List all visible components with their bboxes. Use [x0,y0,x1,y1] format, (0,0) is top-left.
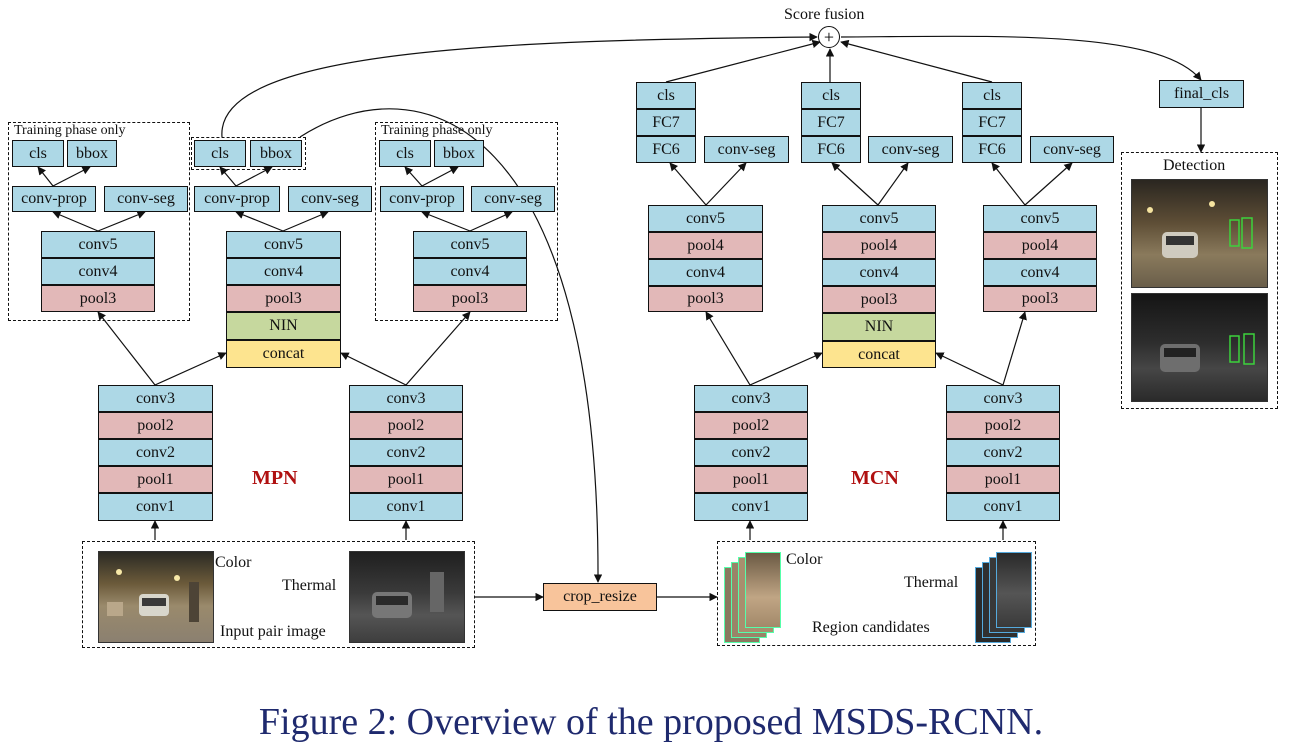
mcn-right-fc7: FC7 [962,109,1022,136]
mcn-left-pool3: pool3 [648,286,763,312]
mcn-left-pool4: pool4 [648,232,763,259]
mcn-conv-seg: conv-seg [868,136,953,163]
mpn-conv-prop: conv-prop [194,186,280,212]
input-pair-group [82,541,475,648]
mcn-fc6: FC6 [801,136,861,163]
detection-color-image [1131,179,1268,288]
mcn-thermal-conv3: conv3 [946,385,1060,412]
input-color-image [98,551,214,643]
region-color-stack [724,551,784,643]
mcn-right-conv4: conv4 [983,259,1097,286]
mpn-right-bbox: bbox [434,140,484,167]
mcn-conv4: conv4 [822,259,936,286]
mpn-right-conv4: conv4 [413,258,527,285]
mcn-left-cls: cls [636,82,696,109]
mpn-cls: cls [194,140,246,167]
mcn-label: MCN [851,467,899,489]
mcn-conv5: conv5 [822,205,936,232]
mpn-thermal-conv2: conv2 [349,439,463,466]
mcn-color-conv1: conv1 [694,493,808,521]
mpn-left-conv-seg: conv-seg [104,186,188,212]
mpn-thermal-conv3: conv3 [349,385,463,412]
input-color-label: Color [215,554,252,571]
mcn-left-conv5: conv5 [648,205,763,232]
mpn-left-cls: cls [12,140,64,167]
mcn-cls: cls [801,82,861,109]
mcn-thermal-conv2: conv2 [946,439,1060,466]
mcn-right-pool3: pool3 [983,286,1097,312]
score-fusion-node: + [818,26,840,48]
mcn-left-fc7: FC7 [636,109,696,136]
region-color-label: Color [786,551,823,568]
figure-caption: Figure 2: Overview of the proposed MSDS-… [258,701,1044,743]
training-group-right [375,122,558,321]
mcn-thermal-conv1: conv1 [946,493,1060,521]
mpn-conv5: conv5 [226,231,341,258]
mpn-left-conv-prop: conv-prop [12,186,96,212]
mcn-left-conv-seg: conv-seg [704,136,789,163]
mpn-thermal-pool1: pool1 [349,466,463,493]
mpn-thermal-pool2: pool2 [349,412,463,439]
mcn-left-conv4: conv4 [648,259,763,286]
mcn-pool3: pool3 [822,286,936,313]
crop-resize: crop_resize [543,583,657,611]
mpn-left-conv5: conv5 [41,231,155,258]
input-pair-label: Input pair image [220,623,326,640]
training-phase-label-left: Training phase only [14,123,126,138]
mcn-concat: concat [822,341,936,368]
mcn-pool4: pool4 [822,232,936,259]
mcn-thermal-pool2: pool2 [946,412,1060,439]
mpn-right-cls: cls [379,140,431,167]
detection-group [1121,152,1278,409]
mcn-right-cls: cls [962,82,1022,109]
mpn-right-pool3: pool3 [413,285,527,312]
mcn-color-conv2: conv2 [694,439,808,466]
mpn-label: MPN [252,467,298,489]
mpn-thermal-conv1: conv1 [349,493,463,521]
mpn-color-pool2: pool2 [98,412,213,439]
mpn-concat: concat [226,340,341,368]
mcn-right-conv-seg: conv-seg [1030,136,1114,163]
mpn-left-bbox: bbox [67,140,117,167]
mpn-color-pool1: pool1 [98,466,213,493]
mpn-conv4: conv4 [226,258,341,285]
detection-thermal-image [1131,293,1268,402]
mcn-right-pool4: pool4 [983,232,1097,259]
mcn-color-pool1: pool1 [694,466,808,493]
mpn-left-pool3: pool3 [41,285,155,312]
input-thermal-label: Thermal [282,577,337,594]
mpn-bbox: bbox [250,140,302,167]
mpn-right-conv-prop: conv-prop [380,186,464,212]
mpn-pool3: pool3 [226,285,341,312]
mcn-left-fc6: FC6 [636,136,696,163]
region-thermal-label: Thermal [904,574,959,591]
input-thermal-image [349,551,465,643]
mcn-fc7: FC7 [801,109,861,136]
mcn-right-conv5: conv5 [983,205,1097,232]
region-candidates-label: Region candidates [812,619,930,636]
mpn-left-conv4: conv4 [41,258,155,285]
mpn-color-conv1: conv1 [98,493,213,521]
mcn-nin: NIN [822,313,936,341]
score-fusion-label: Score fusion [784,6,865,23]
mpn-color-conv2: conv2 [98,439,213,466]
region-candidates-group [717,541,1036,646]
mpn-right-conv-seg: conv-seg [471,186,555,212]
mcn-color-conv3: conv3 [694,385,808,412]
training-group-left [8,122,190,321]
mpn-conv-seg: conv-seg [288,186,372,212]
mcn-color-pool2: pool2 [694,412,808,439]
mpn-color-conv3: conv3 [98,385,213,412]
final-cls: final_cls [1159,80,1244,108]
mcn-thermal-pool1: pool1 [946,466,1060,493]
mcn-right-fc6: FC6 [962,136,1022,163]
detection-label: Detection [1163,157,1226,174]
region-thermal-stack [975,551,1035,643]
training-phase-label-right: Training phase only [381,123,493,138]
mpn-right-conv5: conv5 [413,231,527,258]
mpn-output-group [191,137,306,170]
mpn-nin: NIN [226,312,341,340]
